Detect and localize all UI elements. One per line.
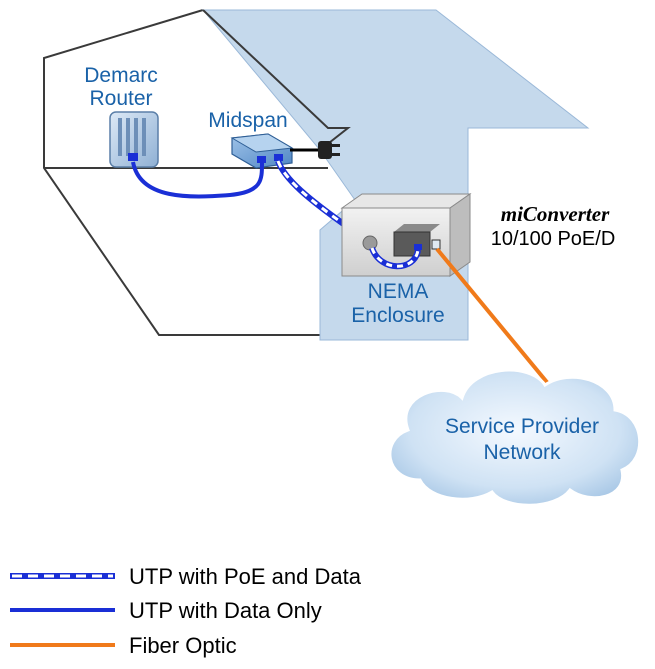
midspan-icon — [230, 133, 294, 169]
power-plug-icon — [290, 141, 340, 159]
utp-data-cable — [131, 161, 264, 199]
midspan-label: Midspan — [208, 109, 287, 132]
legend-label-poe: UTP with PoE and Data — [129, 564, 362, 589]
demarc-router-icon — [109, 111, 159, 168]
nema-label-2: Enclosure — [351, 304, 444, 327]
building — [43, 9, 590, 341]
cloud-label-1: Service Provider — [445, 415, 599, 438]
roof-edge — [202, 9, 351, 151]
legend-label-fiber: Fiber Optic — [129, 633, 237, 658]
cloud-label-2: Network — [483, 441, 561, 464]
legend-label-data-only: UTP with Data Only — [129, 598, 322, 623]
legend: UTP with PoE and Data UTP with Data Only… — [10, 564, 362, 658]
legend-item-fiber: Fiber Optic — [10, 633, 237, 658]
demarc-label-2: Router — [89, 87, 152, 110]
service-provider-cloud-icon — [388, 368, 642, 507]
legend-item-poe: UTP with PoE and Data — [10, 564, 362, 589]
building-right-wall — [201, 9, 590, 341]
legend-item-data-only: UTP with Data Only — [10, 598, 322, 623]
utp-poe-cable — [275, 159, 347, 228]
converter-model-label: 10/100 PoE/D — [491, 228, 616, 250]
fiber-optic-cable — [435, 247, 562, 400]
nema-label-1: NEMA — [368, 280, 429, 303]
nema-enclosure-icon — [340, 193, 472, 277]
demarc-label-1: Demarc — [84, 64, 158, 87]
converter-name-label: miConverter — [501, 202, 610, 226]
